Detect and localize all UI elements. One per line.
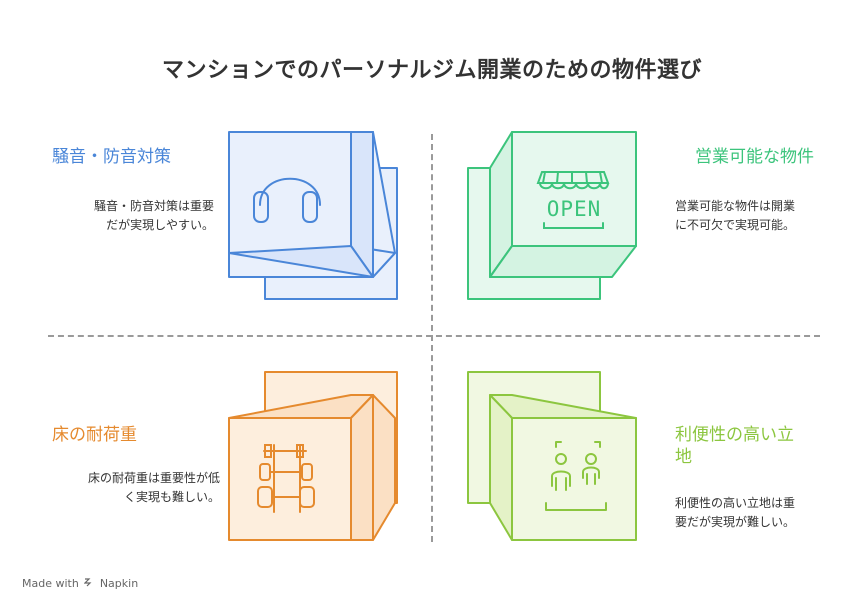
title-line: 利便性の高い立 <box>675 425 794 445</box>
quadrant-description-floor-load: 床の耐荷重は重要性が低 く実現も難しい。 <box>88 469 220 507</box>
footer-brand: Napkin <box>99 577 139 590</box>
quadrant-title-business-property: 営業可能な物件 <box>695 147 814 167</box>
description-line: 利便性の高い立地は重 <box>675 496 796 510</box>
horizontal-divider <box>48 335 820 337</box>
description-line: だが実現しやすい。 <box>106 218 214 232</box>
description-line: 営業可能な物件は開業 <box>675 199 796 213</box>
floor-load-cube <box>228 371 398 541</box>
description-line: 騒音・防音対策は重要 <box>93 199 214 213</box>
description-line: く実現も難しい。 <box>123 490 220 504</box>
napkin-logo-icon <box>83 577 94 590</box>
open-sign-text: OPEN <box>547 197 602 221</box>
page-title: マンションでのパーソナルジム開業のための物件選び <box>161 58 702 83</box>
title-line: 地 <box>675 447 692 467</box>
quadrant-title-soundproofing: 騒音・防音対策 <box>52 147 171 167</box>
convenient-location-cube <box>467 371 637 541</box>
soundproofing-cube <box>228 131 398 300</box>
quadrant-description-convenient-location: 利便性の高い立地は重 要だが実現が難しい。 <box>675 494 795 532</box>
description-line: に不可欠で実現可能。 <box>675 218 796 232</box>
footer-attribution: Made with Napkin <box>22 577 138 590</box>
barbells-icon <box>257 444 315 513</box>
business-property-cube <box>467 131 637 300</box>
vertical-divider <box>431 134 433 542</box>
description-line: 要だが実現が難しい。 <box>675 515 796 529</box>
headphones-icon <box>253 177 321 223</box>
open-sign-icon <box>536 171 610 229</box>
quadrant-title-convenient-location: 利便性の高い立 地 <box>675 424 794 468</box>
quadrant-description-business-property: 営業可能な物件は開業 に不可欠で実現可能。 <box>675 197 795 235</box>
description-line: 床の耐荷重は重要性が低 <box>87 471 220 485</box>
quadrant-title-floor-load: 床の耐荷重 <box>52 425 137 445</box>
people-icon <box>545 441 607 511</box>
quadrant-description-soundproofing: 騒音・防音対策は重要 だが実現しやすい。 <box>94 197 214 235</box>
footer-made-with: Made with <box>22 577 79 590</box>
